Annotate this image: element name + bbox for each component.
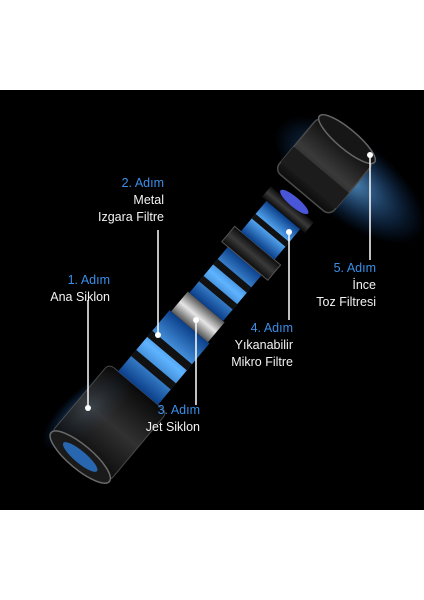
step-1-label: 1. Adım Ana Siklon	[6, 272, 110, 306]
step-1-number: 1. Adım	[67, 273, 110, 287]
step-4-name-line2: Mikro Filtre	[231, 355, 293, 369]
jet-cyclone	[118, 310, 210, 405]
step-2-name-line2: Izgara Filtre	[98, 210, 164, 224]
step-3-name: Jet Siklon	[145, 420, 200, 434]
step-1-name: Ana Siklon	[50, 290, 110, 304]
step-3-label: 3. Adım Jet Siklon	[110, 402, 200, 436]
filter-stack-illustration	[41, 114, 424, 484]
step-4-number: 4. Adım	[250, 321, 293, 335]
step-2-number: 2. Adım	[121, 176, 164, 190]
metal-grill-filter	[171, 291, 225, 343]
step-2-name-line1: Metal	[133, 193, 164, 207]
step-5-label: 5. Adım İnce Toz Filtresi	[296, 260, 376, 311]
product-image-panel: 1. Adım Ana Siklon 2. Adım Metal Izgara …	[0, 90, 424, 510]
step-4-name-line1: Yıkanabilir	[234, 338, 293, 352]
step-4-label: 4. Adım Yıkanabilir Mikro Filtre	[205, 320, 293, 371]
step-3-number: 3. Adım	[157, 403, 200, 417]
step-5-number: 5. Adım	[333, 261, 376, 275]
step-2-label: 2. Adım Metal Izgara Filtre	[40, 175, 164, 226]
step-5-name-line1: İnce	[352, 278, 376, 292]
step-5-name-line2: Toz Filtresi	[316, 295, 376, 309]
